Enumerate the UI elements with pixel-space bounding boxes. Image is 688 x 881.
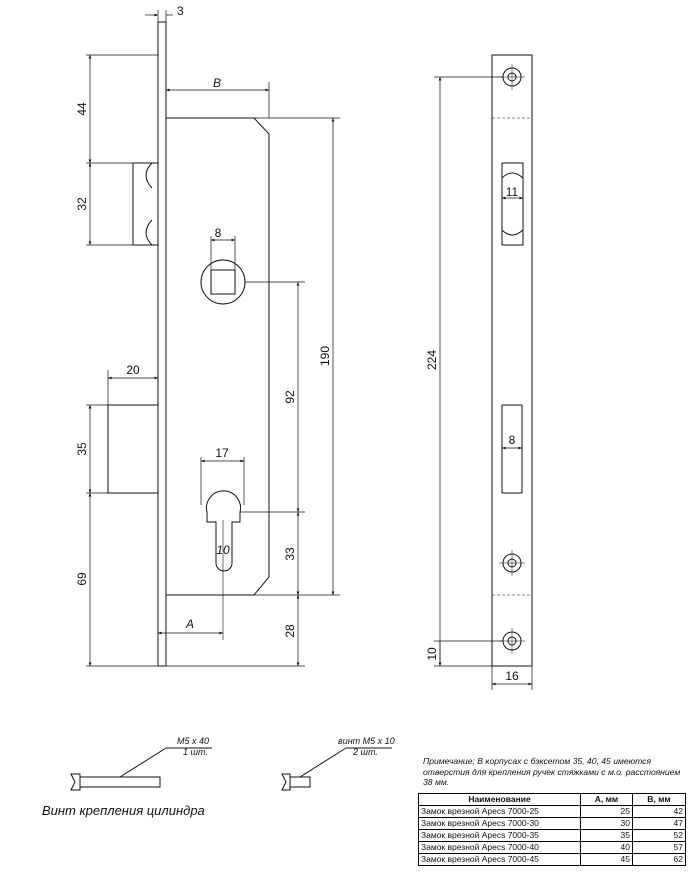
dim-bolt-slot-width: 8	[509, 433, 516, 447]
table-cell: 40	[580, 841, 633, 854]
table-row: Замок врезной Apecs 7000-30 30 47	[418, 817, 686, 830]
dim-backset: B	[213, 76, 221, 90]
faceplate-side	[157, 21, 167, 667]
dim-cylinder-to-bottom: 33	[283, 547, 297, 561]
spindle-hub	[200, 259, 246, 305]
side-view-labels: 3 B 44 32 8 20 35 17 10 69 A 92 33 28 19…	[75, 4, 332, 638]
spec-table: Наименование А, мм В, мм Замок врезной A…	[418, 793, 686, 866]
table-cell: 35	[580, 829, 633, 842]
table-cell: 25	[580, 805, 633, 818]
table-cell: 30	[580, 817, 633, 830]
dim-hole-offset: 10	[425, 647, 439, 661]
dim-bolt-height: 35	[75, 442, 89, 456]
table-cell: 57	[632, 841, 686, 854]
cylinder-cutout	[206, 490, 241, 572]
table-cell: Замок врезной Apecs 7000-35	[418, 829, 581, 842]
table-cell: Замок врезной Apecs 7000-40	[418, 841, 581, 854]
side-view	[107, 21, 270, 667]
front-view	[491, 54, 533, 667]
table-row: Замок врезной Apecs 7000-40 40 57	[418, 841, 686, 854]
table-row: Замок врезной Apecs 7000-45 45 62	[418, 853, 686, 866]
screw-spec: M5 x 40	[177, 736, 209, 746]
screw-caption: Винт крепления цилиндра	[42, 803, 205, 818]
bolt-slot	[501, 404, 523, 494]
table-cell: Замок врезной Apecs 7000-30	[418, 817, 581, 830]
dim-faceplate-thickness: 3	[177, 4, 184, 18]
dimension-lines	[88, 13, 335, 666]
dim-cylinder-axis: A	[185, 617, 194, 631]
table-cell: 52	[632, 829, 686, 842]
table-header: В, мм	[632, 793, 686, 806]
table-cell: 45	[580, 853, 633, 866]
dim-bottom-offset: 28	[283, 624, 297, 638]
front-dimension-lines	[434, 76, 533, 690]
screw-spec: винт M5 x 10	[338, 736, 395, 746]
table-row: Замок врезной Apecs 7000-25 25 42	[418, 805, 686, 818]
faceplate-screw-icon	[281, 747, 392, 791]
table-row: Замок врезной Apecs 7000-35 35 52	[418, 829, 686, 842]
note: Примечание: В корпусах с бэксетом 35, 40…	[423, 756, 681, 787]
dim-cylinder-pin: 10	[216, 543, 230, 557]
table-header: А, мм	[580, 793, 633, 806]
dim-bolt-to-bottom: 69	[75, 572, 89, 586]
table-cell: Замок врезной Apecs 7000-25	[418, 805, 581, 818]
dim-cylinder-to-spindle: 92	[283, 390, 297, 404]
spindle-square	[210, 269, 236, 295]
table-cell: 62	[632, 853, 686, 866]
latch-slot	[501, 162, 524, 246]
dim-cylinder-width: 17	[215, 446, 229, 460]
latch-bolt	[132, 162, 158, 246]
cylinder-screw-icon	[70, 747, 212, 791]
dim-latch-height: 32	[75, 197, 89, 211]
dim-faceplate-width: 16	[505, 669, 519, 683]
dim-bolt-projection: 20	[126, 363, 140, 377]
dim-latch-slot-width: 11	[506, 185, 519, 199]
faceplate-front	[491, 54, 533, 667]
screw-qty: 2 шт.	[352, 747, 378, 757]
dim-body-height: 190	[318, 346, 332, 366]
screw-qty: 1 шт.	[183, 747, 208, 757]
table-cell: 42	[632, 805, 686, 818]
front-view-labels: 224 11 8 10 16	[425, 185, 519, 683]
lock-body	[166, 117, 270, 596]
dim-faceplate-length: 224	[425, 350, 439, 370]
table-header-row: Наименование А, мм В, мм	[418, 793, 686, 806]
table-cell: Замок врезной Apecs 7000-45	[418, 853, 581, 866]
table-cell: 47	[632, 817, 686, 830]
extension-lines	[86, 10, 340, 667]
dim-spindle-square: 8	[215, 226, 222, 240]
table-header: Наименование	[418, 793, 581, 806]
dead-bolt	[107, 404, 159, 494]
dim-spindle-from-top: 44	[75, 102, 89, 116]
